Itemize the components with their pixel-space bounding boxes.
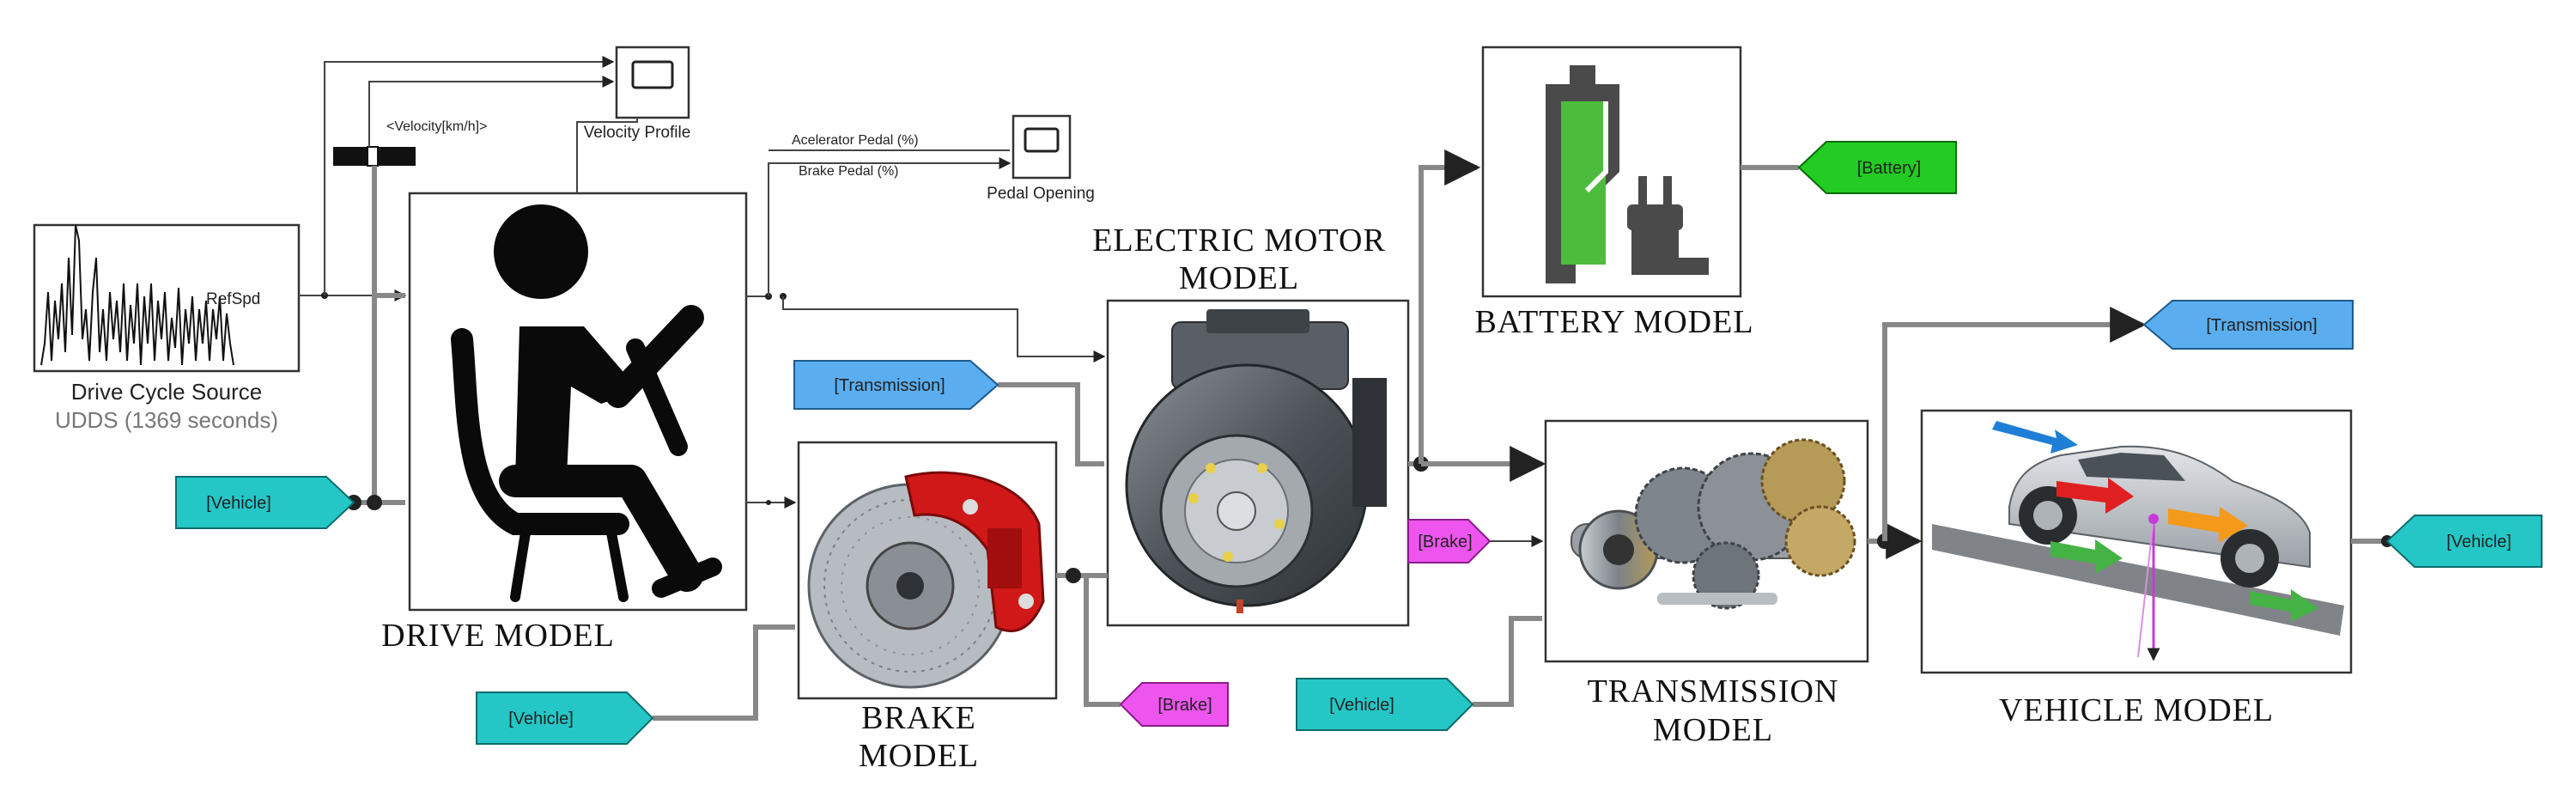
tag-label: [Brake] bbox=[1157, 696, 1212, 715]
velocity-signal-label: <Velocity[km/h]> bbox=[386, 119, 487, 134]
brake-model-title-line1: BRAKE bbox=[861, 700, 976, 736]
bus-selector[interactable] bbox=[333, 146, 416, 167]
from-tag-brake[interactable]: [Brake] bbox=[1407, 519, 1492, 563]
tag-label: [Brake] bbox=[1418, 533, 1472, 551]
drive-model-title: DRIVE MODEL bbox=[381, 618, 615, 654]
tag-label: [Vehicle] bbox=[1329, 696, 1394, 715]
from-tag-vehicle-brake[interactable]: [Vehicle] bbox=[476, 691, 654, 745]
brake-disc-caliper-image bbox=[807, 471, 1045, 689]
signal-lines bbox=[299, 56, 2393, 721]
transmission-model-title-line2: MODEL bbox=[1653, 712, 1773, 748]
goto-tag-battery[interactable]: [Battery] bbox=[1797, 141, 1957, 194]
drive-cycle-subtitle: UDDS (1369 seconds) bbox=[55, 407, 278, 433]
goto-tag-brake[interactable]: [Brake] bbox=[1119, 682, 1229, 727]
motor-model-title-line1: ELECTRIC MOTOR bbox=[1092, 222, 1386, 259]
tag-label: [Battery] bbox=[1857, 159, 1921, 178]
seated-driver-icon bbox=[451, 204, 722, 602]
tag-label: [Vehicle] bbox=[206, 494, 271, 513]
drive-cycle-source-block[interactable]: RefSpd Drive Cycle Source UDDS (1369 sec… bbox=[33, 223, 301, 433]
motor-model-title-line2: MODEL bbox=[1179, 260, 1299, 296]
battery-model-title: BATTERY MODEL bbox=[1474, 304, 1753, 340]
tag-label: [Vehicle] bbox=[508, 710, 574, 728]
tag-label: [Transmission] bbox=[2206, 316, 2317, 335]
tag-label: [Vehicle] bbox=[2446, 533, 2512, 551]
from-tag-vehicle-drive[interactable]: [Vehicle] bbox=[175, 476, 355, 529]
brake-model-block[interactable]: BRAKE MODEL bbox=[797, 441, 1058, 774]
goto-tag-vehicle[interactable]: [Vehicle] bbox=[2385, 515, 2543, 568]
drive-cycle-plot bbox=[40, 224, 234, 366]
brake-model-title-line2: MODEL bbox=[859, 738, 979, 774]
transmission-model-title-line1: TRANSMISSION bbox=[1588, 673, 1839, 710]
velocity-profile-scope[interactable]: Velocity Profile bbox=[584, 46, 691, 142]
brake-pedal-label: Brake Pedal (%) bbox=[799, 164, 899, 179]
electric-motor-block[interactable]: ELECTRIC MOTOR MODEL bbox=[1092, 222, 1410, 627]
pedal-opening-scope[interactable]: Pedal Opening bbox=[987, 114, 1095, 203]
car-on-slope-forces-image bbox=[1932, 421, 2344, 661]
from-tag-transmission[interactable]: [Transmission] bbox=[793, 360, 999, 410]
vehicle-model-block[interactable]: VEHICLE MODEL bbox=[1920, 409, 2353, 728]
pedal-opening-title: Pedal Opening bbox=[987, 185, 1095, 203]
refspd-port-label: RefSpd bbox=[206, 290, 260, 308]
goto-tag-transmission[interactable]: [Transmission] bbox=[2142, 300, 2354, 350]
tag-label: [Transmission] bbox=[834, 376, 945, 395]
drive-cycle-title: Drive Cycle Source bbox=[71, 379, 263, 405]
electric-motor-image bbox=[1125, 309, 1387, 613]
battery-plug-icon bbox=[1546, 65, 1709, 283]
gearbox-image bbox=[1571, 438, 1856, 610]
scope-icon bbox=[1024, 127, 1060, 153]
battery-model-block[interactable]: BATTERY MODEL bbox=[1474, 46, 1753, 340]
accelerator-pedal-label: Acelerator Pedal (%) bbox=[792, 133, 919, 148]
velocity-profile-title: Velocity Profile bbox=[584, 124, 691, 142]
from-tag-vehicle-transmission[interactable]: [Vehicle] bbox=[1296, 678, 1474, 731]
scope-icon bbox=[631, 60, 674, 89]
transmission-model-block[interactable]: TRANSMISSION MODEL bbox=[1544, 419, 1869, 748]
drive-model-block[interactable]: DRIVE MODEL bbox=[381, 192, 748, 654]
vehicle-model-title: VEHICLE MODEL bbox=[1999, 692, 2274, 728]
